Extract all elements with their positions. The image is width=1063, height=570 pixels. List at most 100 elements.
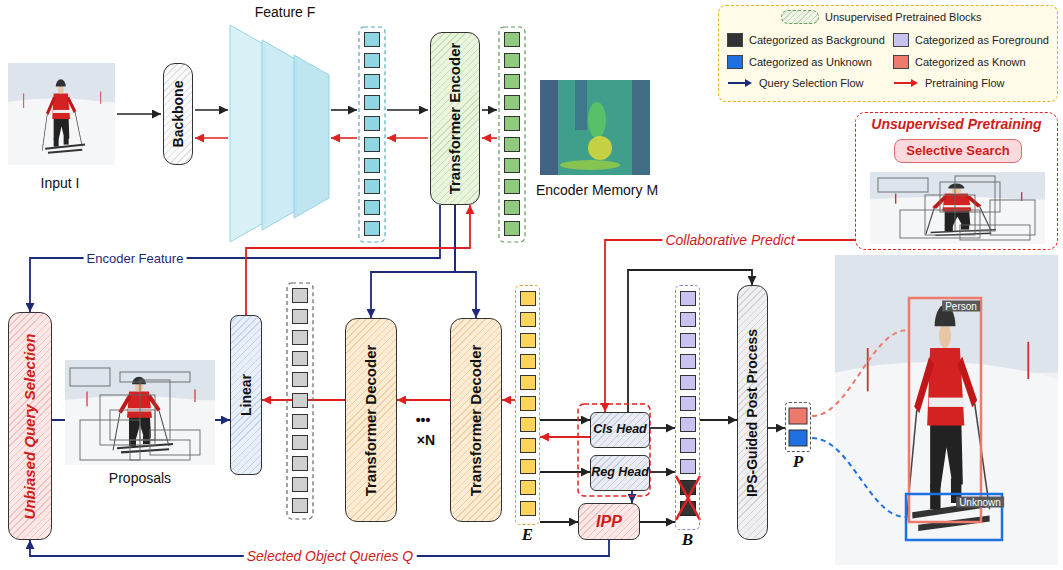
- flow-arrow: [482, 109, 497, 111]
- proposal-box: [955, 176, 995, 231]
- known-box: [909, 298, 981, 522]
- flow-connector: [540, 521, 578, 523]
- proposal-box: [878, 178, 928, 192]
- pretrain-arrow: [195, 137, 228, 139]
- block-label: Cls Head: [593, 423, 647, 437]
- heatmap: [540, 80, 650, 175]
- flow-arrow: [117, 113, 161, 115]
- feature-plane: [294, 55, 329, 218]
- proposal-box: [70, 368, 110, 386]
- edge-label-anchor: Selected Object Queries Q: [244, 548, 417, 564]
- heatmap-patch: [575, 80, 587, 130]
- box-column: B: [675, 285, 700, 530]
- label-anchor: Proposals: [109, 470, 171, 486]
- pretrain-arrow: [387, 137, 428, 139]
- proposal-box: [960, 225, 1030, 240]
- flow-connector: [397, 399, 450, 401]
- flow-connector: [700, 419, 737, 421]
- token-column: [287, 283, 313, 519]
- class-tag: Unknown: [956, 497, 1004, 508]
- block-label: Selective Search: [906, 144, 1009, 158]
- flow-connector: [631, 491, 633, 503]
- pretraining-panel: Unsupervised PretrainingSelective Search: [855, 112, 1058, 250]
- repeat-dots: •••: [416, 412, 431, 428]
- image-caption: Encoder Memory M: [536, 182, 658, 198]
- legend-swatch: [893, 33, 909, 47]
- edge-label: Selected Object Queries Q: [244, 548, 417, 564]
- pretrain-arrow: [331, 137, 357, 139]
- legend-entry: Query Selection Flow: [727, 77, 864, 89]
- proposals-photo: [65, 360, 215, 465]
- feature-tokens: [364, 32, 380, 236]
- edge-label: Collaborative Predict: [662, 232, 797, 248]
- selective-search-photo: [870, 172, 1045, 244]
- query-selection-block: Unbiased Query Selection: [8, 312, 52, 540]
- proposal-box: [925, 195, 975, 235]
- discard-cross: [676, 476, 700, 520]
- legend-swatch: [727, 55, 743, 69]
- encoder-block: Transformer Encoder: [430, 32, 480, 205]
- block-label: Reg Head: [591, 466, 649, 480]
- column-label: B: [682, 531, 693, 550]
- flow-connector: [540, 436, 590, 438]
- decoder-block: Transformer Decoder: [345, 318, 397, 522]
- column-label: P: [793, 453, 803, 472]
- image-caption: Proposals: [109, 470, 171, 486]
- legend-text: Categorized as Foreground: [915, 34, 1049, 46]
- proposal-box: [940, 182, 1000, 212]
- block-label: IPS-Guided Post Process: [745, 328, 761, 496]
- legend-text: Categorized as Background: [749, 34, 885, 46]
- flow-arrow: [195, 109, 228, 111]
- proposal-box: [110, 410, 155, 440]
- memory-tokens: [504, 32, 520, 236]
- label-anchor: ×N: [417, 432, 435, 448]
- proposal-box: [120, 372, 190, 382]
- token-column: [359, 27, 385, 242]
- flow-connector: [540, 471, 590, 473]
- ipp-block: IPP: [578, 503, 640, 540]
- selective-search-box: Selective Search: [894, 139, 1022, 163]
- edge-label-anchor: Encoder Feature: [84, 251, 187, 266]
- flow-arrow: [331, 109, 357, 111]
- legend-entry: Categorized as Known: [893, 55, 1026, 69]
- input-photo: [8, 63, 115, 165]
- repeat-count: ×N: [417, 432, 435, 448]
- flow-connector: [540, 419, 590, 421]
- foreground-tokens: [680, 291, 696, 474]
- heatmap-patch: [588, 102, 606, 138]
- legend-swatch: [727, 33, 743, 47]
- embedding-tokens: [520, 291, 536, 516]
- embedding-column: E: [515, 285, 540, 525]
- legend-entry: Categorized as Foreground: [893, 33, 1049, 47]
- proposal-boxes: [70, 368, 200, 460]
- legend-arrow-head: [911, 79, 918, 87]
- edge-label-anchor: Collaborative Predict: [662, 232, 797, 248]
- heatmap-patch: [588, 136, 612, 160]
- block-label: Transformer Encoder: [447, 43, 464, 195]
- flow-connector: [371, 205, 455, 318]
- legend-text: Unsupervised Pretrained Blocks: [825, 11, 982, 23]
- post-process-block: IPS-Guided Post Process: [737, 285, 768, 540]
- flow-connector: [650, 427, 675, 429]
- cls-head: Cls Head: [590, 412, 650, 448]
- legend-arrow-sample: [727, 77, 753, 89]
- decoder-block: Transformer Decoder: [450, 318, 502, 522]
- flow-connector: [650, 471, 675, 473]
- legend-arrow-line: [728, 82, 746, 84]
- block-label: Backbone: [170, 81, 186, 148]
- proposal-boxes: [878, 176, 1035, 240]
- legend-text: Query Selection Flow: [759, 77, 864, 89]
- flow-connector: [605, 240, 855, 412]
- flow-connector: [768, 427, 785, 429]
- linear-block: Linear: [230, 315, 262, 475]
- block-label: Unsupervised Pretraining: [871, 117, 1041, 132]
- block-label: Transformer Decoder: [363, 344, 380, 496]
- legend-entry: Unsupervised Pretrained Blocks: [781, 10, 982, 24]
- flow-connector: [246, 205, 470, 315]
- flow-connector: [455, 205, 476, 318]
- legend-arrow-head: [745, 79, 752, 87]
- label-anchor: Feature F: [255, 4, 316, 20]
- leader-line: [812, 438, 905, 517]
- reg-head: Reg Head: [590, 455, 650, 491]
- heatmap-patch: [632, 80, 650, 175]
